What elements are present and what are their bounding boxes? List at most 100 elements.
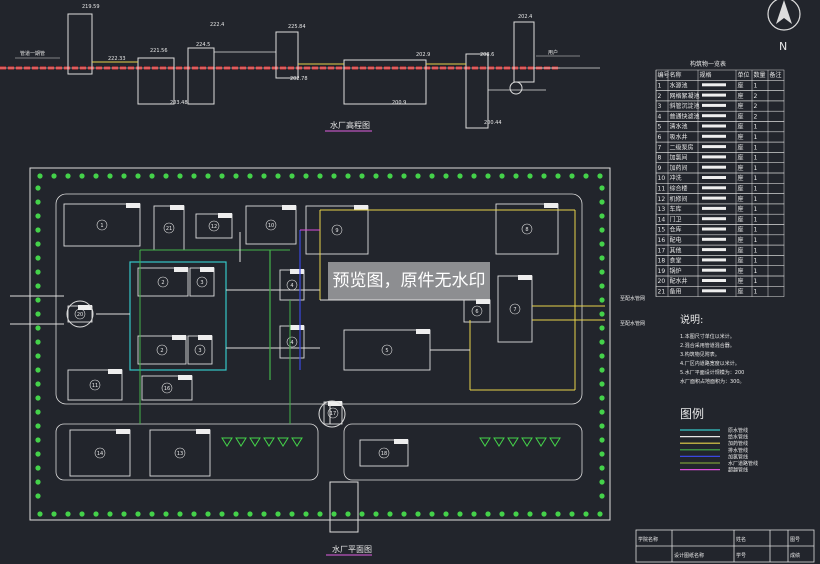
table-cell: 10 bbox=[658, 175, 666, 182]
building-tag bbox=[200, 267, 214, 272]
title-block-cell: 成绩 bbox=[790, 552, 800, 559]
building-outline bbox=[195, 213, 233, 239]
building-number: 7 bbox=[513, 307, 516, 313]
tree-icon bbox=[527, 173, 533, 179]
table-spec-bar bbox=[702, 227, 726, 231]
tree-icon bbox=[35, 353, 41, 359]
building-number: 21 bbox=[166, 226, 172, 232]
building-number: 10 bbox=[268, 223, 274, 229]
table-spec-bar bbox=[702, 114, 726, 118]
table-cell: 座 bbox=[738, 82, 744, 90]
title-block-text: 学院名称姓名图号设计图纸名称学号成绩 bbox=[638, 536, 800, 559]
tree-icon bbox=[35, 479, 41, 485]
table-cell: 4 bbox=[658, 113, 662, 120]
building-outline bbox=[497, 275, 533, 343]
note-line: 3.构筑物见附表。 bbox=[680, 351, 720, 358]
building-outline bbox=[495, 203, 559, 255]
table-spec-bar bbox=[702, 258, 726, 262]
table-cell: 19 bbox=[658, 268, 666, 275]
tree-icon bbox=[359, 173, 365, 179]
table-title: 构筑物一览表 bbox=[690, 60, 726, 68]
table-cell: 清水池 bbox=[670, 123, 688, 131]
building-number-circle bbox=[89, 379, 101, 391]
building-number: 17 bbox=[330, 411, 336, 417]
building-number-circle bbox=[94, 447, 106, 459]
table-cell: 机修间 bbox=[670, 195, 688, 203]
building-tag bbox=[290, 325, 304, 330]
building-tag bbox=[218, 213, 232, 218]
elevation-level: 222.4 bbox=[210, 22, 224, 28]
tree-icon bbox=[415, 173, 421, 179]
building-number-circle bbox=[331, 224, 343, 236]
tree-icon bbox=[35, 437, 41, 443]
title-block bbox=[635, 529, 815, 563]
building-number-circle bbox=[174, 447, 186, 459]
building-tag bbox=[198, 335, 212, 340]
tree-icon bbox=[429, 173, 435, 179]
tree-icon bbox=[599, 325, 605, 331]
table-cell: 座 bbox=[738, 226, 744, 234]
tree-icon bbox=[555, 173, 561, 179]
table-cell: 名称 bbox=[670, 71, 682, 79]
building-number: 4 bbox=[290, 283, 293, 289]
tree-icon bbox=[599, 241, 605, 247]
tree-icon bbox=[401, 173, 407, 179]
elevation-level: 202.4 bbox=[518, 14, 532, 20]
table-spec-bar bbox=[702, 124, 726, 128]
building-number-circle bbox=[156, 344, 168, 356]
tree-icon bbox=[233, 511, 239, 517]
tree-icon bbox=[35, 213, 41, 219]
table-cell: 门卫 bbox=[670, 215, 682, 223]
building-number: 12 bbox=[211, 224, 217, 230]
elevation-profile bbox=[0, 13, 600, 129]
building-number-circle bbox=[208, 220, 220, 232]
table-cell: 车库 bbox=[670, 205, 682, 213]
tree-icon bbox=[149, 511, 155, 517]
table-cell: 数量 bbox=[754, 71, 766, 79]
table-cell: 2 bbox=[754, 103, 758, 110]
tree-icon bbox=[35, 227, 41, 233]
table-cell: 1 bbox=[754, 124, 758, 131]
table-cell: 加药间 bbox=[670, 164, 688, 172]
title-block-cell: 图号 bbox=[790, 537, 800, 543]
building-number: 18 bbox=[381, 451, 387, 457]
table-cell: 1 bbox=[754, 258, 758, 265]
tree-icon bbox=[569, 511, 575, 517]
table-spec-bar bbox=[702, 134, 726, 138]
table-spec-bar bbox=[702, 103, 726, 107]
tree-icon bbox=[37, 511, 43, 517]
table-cell: 座 bbox=[738, 92, 744, 100]
tree-icon bbox=[583, 173, 589, 179]
table-cell: 1 bbox=[754, 206, 758, 213]
table-cell: 2 bbox=[754, 113, 758, 120]
elevation-level: 203.48 bbox=[170, 100, 188, 106]
tree-icon bbox=[247, 511, 253, 517]
building-number: 16 bbox=[164, 386, 170, 392]
table-cell: 座 bbox=[738, 143, 744, 151]
table-spec-bar bbox=[702, 237, 726, 241]
tree-icon bbox=[359, 511, 365, 517]
table-cell: 21 bbox=[658, 289, 666, 296]
tree-icon bbox=[373, 511, 379, 517]
table-cell: 配电 bbox=[670, 236, 682, 244]
table-cell: 15 bbox=[658, 227, 666, 234]
building-tag bbox=[196, 429, 210, 434]
table-cell: 单位 bbox=[738, 71, 750, 79]
tree-icon bbox=[485, 511, 491, 517]
tree-icon bbox=[345, 173, 351, 179]
tree-icon bbox=[191, 173, 197, 179]
table-cell: 1 bbox=[754, 155, 758, 162]
building-14: 14 bbox=[69, 429, 131, 477]
building-8: 8 bbox=[495, 203, 559, 255]
title-block-cell: 姓名 bbox=[736, 536, 746, 543]
tree-icon bbox=[345, 511, 351, 517]
tree-icon bbox=[583, 511, 589, 517]
building-2: 2 bbox=[137, 267, 189, 297]
building-number: 1 bbox=[100, 223, 103, 229]
building-number: 9 bbox=[335, 228, 338, 234]
table-cell: 座 bbox=[738, 185, 744, 193]
table-cell: 1 bbox=[754, 165, 758, 172]
table-cell: 座 bbox=[738, 164, 744, 172]
elevation-level: 200.44 bbox=[484, 120, 502, 126]
